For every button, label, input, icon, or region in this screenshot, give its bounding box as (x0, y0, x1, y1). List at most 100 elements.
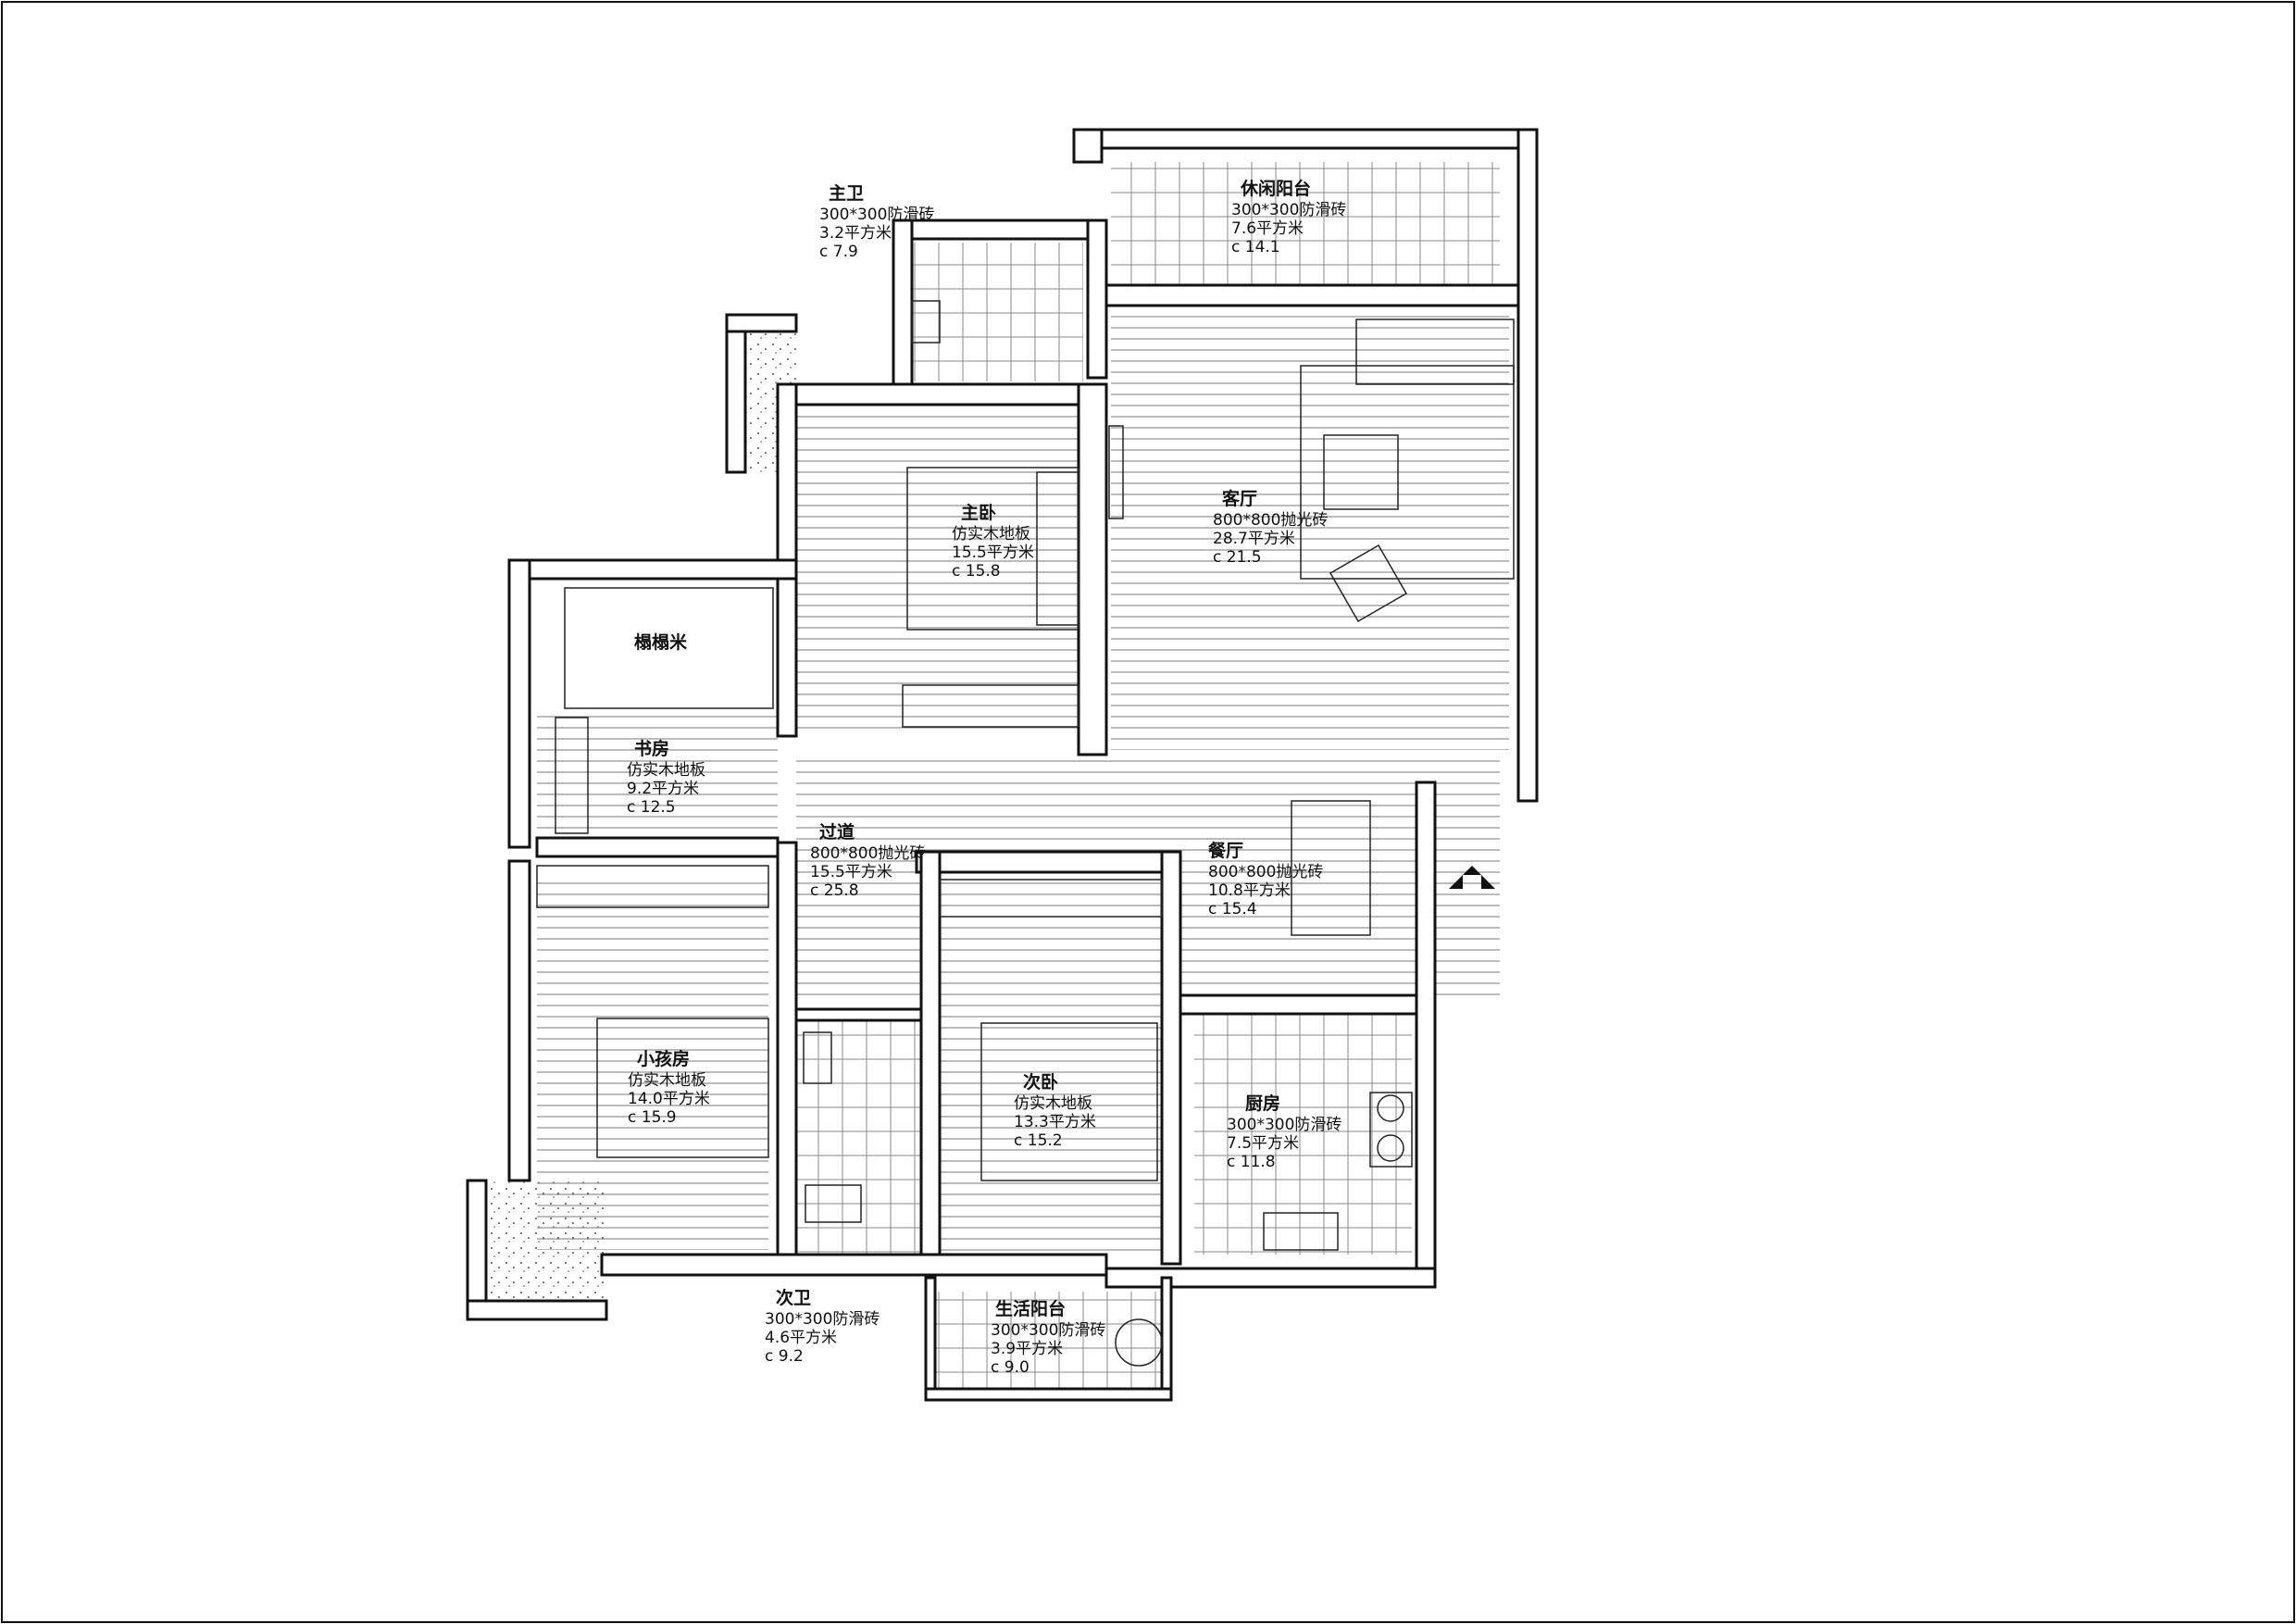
room-name: 书房 (634, 738, 669, 759)
label-kitchen: 厨房 300*300防滑砖 7.5平方米 c 11.8 (1227, 1093, 1341, 1171)
room-line: 800*800抛光砖 (810, 844, 925, 863)
master-bath-floor (903, 243, 1083, 381)
room-line: 仿实木地板 (1014, 1094, 1092, 1113)
room-line: c 7.9 (819, 243, 858, 261)
second-wardrobe (939, 879, 1163, 918)
room-line: c 14.1 (1231, 238, 1280, 256)
room-name: 餐厅 (1208, 840, 1243, 861)
label-living-room: 客厅 800*800抛光砖 28.7平方米 c 21.5 (1213, 488, 1328, 567)
room-line: c 9.2 (765, 1347, 804, 1366)
second-bath-floor (796, 1018, 921, 1255)
room-name: 生活阳台 (995, 1298, 1066, 1319)
room-name: 小孩房 (637, 1048, 690, 1069)
room-line: c 15.9 (628, 1108, 677, 1127)
room-line: 300*300防滑砖 (1227, 1116, 1341, 1134)
room-line: c 21.5 (1213, 548, 1262, 567)
sofa (1300, 365, 1515, 580)
master-wardrobe (902, 684, 1079, 728)
label-corridor: 过道 800*800抛光砖 15.5平方米 c 25.8 (810, 821, 925, 900)
room-line: 800*800抛光砖 (1208, 863, 1323, 881)
fixtures (536, 300, 1515, 1367)
room-line: 28.7平方米 (1213, 530, 1295, 548)
tv-cabinet (1108, 425, 1124, 519)
kids-bed (596, 1018, 769, 1158)
living-room-floor (1111, 306, 1509, 750)
room-line: 15.5平方米 (952, 543, 1034, 562)
dining-table (1291, 800, 1371, 936)
room-labels: 主卫 300*300防滑砖 3.2平方米 c 7.9 休闲阳台 300*300防… (627, 178, 1346, 1377)
study-desk (555, 717, 589, 834)
utility-balcony-floor (930, 1292, 1162, 1398)
room-line: 7.5平方米 (1227, 1134, 1299, 1153)
room-line: 仿实木地板 (627, 761, 705, 780)
room-name: 主卫 (829, 183, 864, 204)
room-line: 15.5平方米 (810, 863, 892, 881)
room-line: c 25.8 (810, 881, 859, 900)
study-floor (537, 713, 778, 838)
room-name: 客厅 (1222, 488, 1257, 509)
room-line: 3.9平方米 (991, 1340, 1063, 1358)
master-pillows (1036, 471, 1079, 626)
second-toilet (805, 1184, 862, 1223)
room-name: 次卫 (776, 1287, 811, 1308)
sink (1263, 1212, 1339, 1251)
room-name: 榻榻米 (634, 631, 688, 653)
room-line: 300*300防滑砖 (1231, 201, 1346, 219)
room-line: c 15.4 (1208, 900, 1257, 918)
master-bedroom-floor (796, 389, 1083, 731)
second-bedroom-floor (940, 880, 1162, 1259)
label-master-bath: 主卫 300*300防滑砖 3.2平方米 c 7.9 (819, 183, 934, 261)
label-second-bath: 次卫 300*300防滑砖 4.6平方米 c 9.2 (765, 1287, 880, 1366)
label-utility-balcony: 生活阳台 300*300防滑砖 3.9平方米 c 9.0 (991, 1298, 1105, 1377)
label-leisure-balcony: 休闲阳台 300*300防滑砖 7.6平方米 c 14.1 (1231, 178, 1346, 256)
room-line: 4.6平方米 (765, 1329, 837, 1347)
coffee-table (1323, 434, 1399, 510)
leisure-balcony-floor (1111, 162, 1500, 287)
room-line: 7.6平方米 (1231, 219, 1304, 238)
basin (803, 1031, 832, 1084)
room-line: 9.2平方米 (627, 780, 699, 798)
stove (1369, 1092, 1413, 1168)
kids-wardrobe (536, 865, 769, 908)
tatami-platform (564, 587, 774, 709)
label-dining-room: 餐厅 800*800抛光砖 10.8平方米 c 15.4 (1208, 840, 1323, 918)
room-line: c 9.0 (991, 1358, 1029, 1377)
room-line: 300*300防滑砖 (819, 206, 934, 224)
label-study: 书房 仿实木地板 9.2平方米 c 12.5 (627, 738, 705, 817)
room-line: 300*300防滑砖 (765, 1310, 880, 1329)
room-name: 厨房 (1245, 1093, 1280, 1114)
walls (466, 128, 1539, 1402)
label-kids-room: 小孩房 仿实木地板 14.0平方米 c 15.9 (628, 1048, 710, 1127)
room-line: c 15.2 (1014, 1131, 1063, 1150)
room-line: 14.0平方米 (628, 1090, 710, 1108)
room-line: 13.3平方米 (1014, 1113, 1096, 1131)
burner-1 (1377, 1094, 1404, 1122)
room-name: 过道 (819, 821, 855, 843)
washing-machine (1115, 1318, 1163, 1367)
master-toilet (911, 300, 941, 344)
room-line: 300*300防滑砖 (991, 1321, 1105, 1340)
room-name: 次卧 (1023, 1071, 1058, 1093)
room-line: 800*800抛光砖 (1213, 511, 1328, 530)
room-line: c 12.5 (627, 798, 676, 817)
burner-2 (1377, 1134, 1404, 1162)
room-line: 仿实木地板 (628, 1071, 706, 1090)
room-line: c 11.8 (1227, 1153, 1276, 1171)
room-line: 3.2平方米 (819, 224, 892, 243)
room-name: 休闲阳台 (1240, 178, 1311, 199)
kitchen-floor (1194, 1014, 1412, 1255)
second-bed (980, 1022, 1158, 1181)
entrance-arrow-icon (1449, 866, 1495, 889)
sofa-back (1355, 319, 1515, 385)
armchair (1329, 543, 1408, 623)
planter-bottom (477, 1181, 606, 1310)
label-tatami: 榻榻米 (634, 631, 688, 653)
floors (477, 162, 1509, 1398)
room-line: c 15.8 (952, 562, 1001, 581)
label-second-bedroom: 次卧 仿实木地板 13.3平方米 c 15.2 (1014, 1071, 1096, 1150)
room-line: 10.8平方米 (1208, 881, 1291, 900)
room-line: 仿实木地板 (952, 525, 1030, 543)
label-master-bedroom: 主卧 仿实木地板 15.5平方米 c 15.8 (952, 503, 1034, 581)
